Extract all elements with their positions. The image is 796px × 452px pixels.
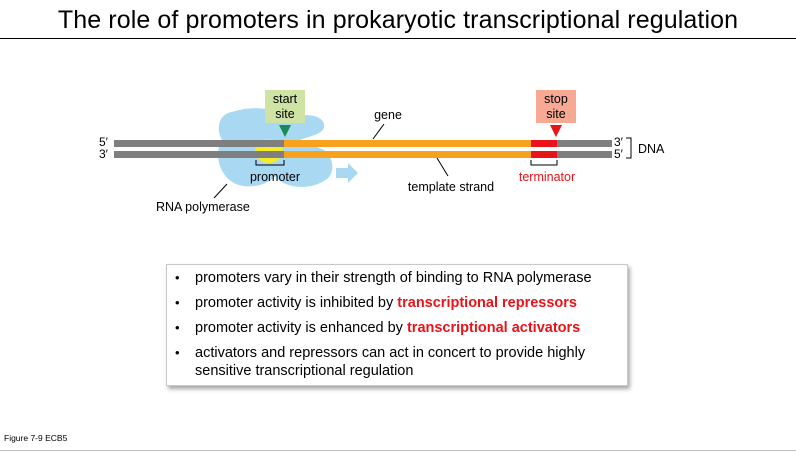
gene-label: gene xyxy=(374,108,402,122)
three-prime-right: 3′ xyxy=(614,135,624,149)
dna-bracket xyxy=(626,137,632,159)
terminator-bottom xyxy=(531,151,557,158)
stop-site-label-1: stop xyxy=(544,92,568,106)
gene-leader-line xyxy=(372,123,385,140)
bullet-text: promoter activity is inhibited by xyxy=(195,295,398,311)
template-strand-label: template strand xyxy=(408,180,494,194)
stop-site-box xyxy=(536,90,576,123)
template-strand-leader xyxy=(436,157,449,177)
terminator-label: terminator xyxy=(519,170,575,184)
promoter-bracket xyxy=(255,160,285,166)
five-prime-right: 5′ xyxy=(614,147,624,161)
three-prime-left: 3′ xyxy=(99,147,109,161)
bullet-item: • promoter activity is inhibited by tran… xyxy=(175,294,621,312)
bullet-emphasis: transcriptional repressors xyxy=(397,295,577,311)
start-site-box xyxy=(265,90,305,123)
bullet-dot: • xyxy=(175,295,180,310)
bullet-dot: • xyxy=(175,270,180,285)
promoter-label: promoter xyxy=(250,170,300,184)
terminator-top xyxy=(531,140,557,147)
stop-site-label-2: site xyxy=(546,107,566,121)
transcription-diagram: start site stop site gene 5′ 3′ 3′ 5′ DN… xyxy=(99,90,665,214)
bullet-item: • activators and repressors can act in c… xyxy=(175,344,621,380)
bullet-item: • promoters vary in their strength of bi… xyxy=(175,269,621,287)
bullet-emphasis: transcriptional activators xyxy=(406,320,581,336)
bullet-dot: • xyxy=(175,345,180,360)
slide-title: The role of promoters in prokaryotic tra… xyxy=(57,6,739,34)
bullet-dot: • xyxy=(175,320,180,335)
bullet-list: • promoters vary in their strength of bi… xyxy=(167,265,627,380)
rna-polymerase-leader xyxy=(213,183,228,199)
gene-bottom-strand xyxy=(284,151,532,158)
bullet-text: promoters vary in their strength of bind… xyxy=(195,270,592,286)
terminator-bracket xyxy=(530,160,558,166)
five-prime-left: 5′ xyxy=(99,135,109,149)
bottom-divider xyxy=(0,450,796,451)
stop-site-arrow xyxy=(550,125,562,137)
bullet-item: • promoter activity is enhanced by trans… xyxy=(175,319,621,337)
direction-arrow xyxy=(336,163,358,183)
start-site-label-1: start xyxy=(273,92,298,106)
title-divider xyxy=(0,38,796,39)
start-site-label-2: site xyxy=(275,107,295,121)
bullet-box: • promoters vary in their strength of bi… xyxy=(166,264,628,386)
start-site-arrow xyxy=(279,125,291,137)
figure-label: Figure 7-9 ECB5 xyxy=(4,433,68,443)
rna-polymerase-label: RNA polymerase xyxy=(156,200,250,214)
dna-label: DNA xyxy=(638,142,665,156)
bullet-text: activators and repressors can act in con… xyxy=(195,345,586,379)
bullet-text: promoter activity is enhanced by xyxy=(195,320,407,336)
gene-top-strand xyxy=(284,140,532,147)
